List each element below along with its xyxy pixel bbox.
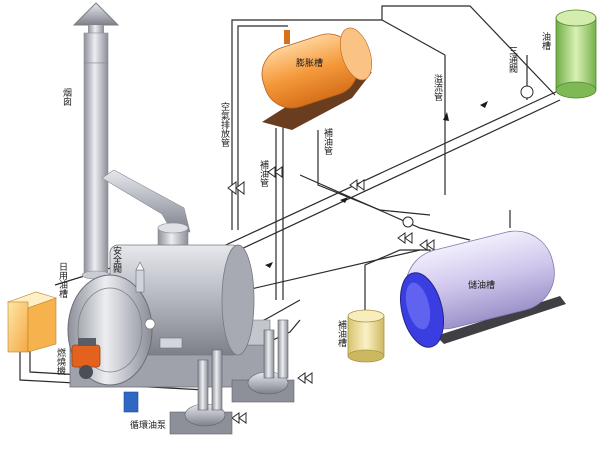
label-oil-supply-upper: 補油管 <box>322 127 333 155</box>
arrow-1 <box>340 197 348 203</box>
pipe-main-diagonal-1 <box>214 89 561 251</box>
three-way-valve-icon <box>520 85 534 99</box>
arrow-4 <box>443 112 449 121</box>
pump-1 <box>231 319 295 403</box>
valve-7-icon <box>231 412 247 424</box>
burner-body <box>71 344 101 368</box>
label-burner: 燃燒機 <box>55 347 66 376</box>
boiler-back-end <box>221 244 255 356</box>
valve-6-icon <box>297 372 313 384</box>
valve-1-icon <box>227 181 245 195</box>
chimney-cap <box>72 2 120 26</box>
label-safety-valve: 安全閥 <box>111 245 122 274</box>
oil-tank <box>555 9 597 99</box>
refill-tank-top <box>347 309 385 323</box>
arrow-3 <box>265 262 273 268</box>
valves <box>227 85 534 424</box>
pipe-exp-to-return <box>381 19 446 56</box>
storage-tank-support <box>436 296 566 344</box>
flow-arrows <box>265 101 488 268</box>
pump-2-riser <box>197 359 209 411</box>
labels: 烟囱 膨胀槽 空氣排放管 補油管 補油管 溢流管 三通閥 油槽 儲油槽 補油槽 … <box>55 31 551 431</box>
expansion-tank <box>261 27 373 130</box>
storage-tank-end-shine <box>405 282 431 330</box>
pump-1-riser-2 <box>277 319 289 379</box>
daily-tank-front <box>7 301 29 353</box>
pumps <box>169 319 295 435</box>
expansion-tank-end <box>339 27 373 81</box>
oil-tank-bottom <box>555 81 597 99</box>
pipe-main-diagonal-2 <box>221 99 561 259</box>
valve-5-icon <box>419 239 435 251</box>
storage-tank <box>400 230 566 348</box>
gauge-icon <box>402 216 414 228</box>
pump-2-riser-2 <box>211 349 223 411</box>
refill-tank <box>347 309 385 363</box>
label-refill-tank: 補油槽 <box>336 319 347 348</box>
daily-tank-side <box>27 297 57 353</box>
safety-valve-body <box>135 269 145 293</box>
label-chimney: 烟囱 <box>61 87 72 107</box>
label-air-exhaust-pipe: 空氣排放管 <box>219 101 230 147</box>
pump-1-riser <box>263 329 275 379</box>
label-oil-tank: 油槽 <box>540 31 551 51</box>
arrow-2 <box>480 101 488 108</box>
label-storage-tank: 儲油槽 <box>468 279 495 291</box>
expansion-tank-nozzle <box>284 30 290 44</box>
daily-oil-tank <box>7 291 57 353</box>
valve-3-icon <box>349 179 365 191</box>
refill-tank-bottom <box>347 349 385 363</box>
chimney-upper <box>83 32 109 64</box>
pressure-gauge-icon <box>144 318 156 330</box>
flue-elbow <box>101 169 191 233</box>
safety-valve-top <box>135 261 145 271</box>
valve-2-icon <box>267 166 283 178</box>
oil-tank-top <box>555 9 597 27</box>
pipe-top-frame <box>231 5 556 230</box>
boiler-front-inner <box>77 287 143 373</box>
burner-housing <box>78 338 96 346</box>
label-oil-supply-lower: 補油管 <box>258 159 269 187</box>
label-daily-tank: 日用油槽 <box>57 262 68 299</box>
boiler-nozzle <box>159 337 183 349</box>
flue-riser-top <box>157 222 189 234</box>
label-expansion-tank: 膨胀槽 <box>296 57 323 69</box>
chimney-collar <box>88 25 104 33</box>
burner-fan <box>79 365 93 379</box>
pipe-to-storage <box>299 174 471 241</box>
blue-drum <box>123 391 139 413</box>
chimney <box>72 2 191 280</box>
pipe-top-frame-2 <box>237 25 288 230</box>
label-circulation-pump: 循環油泵 <box>130 419 166 431</box>
pipe-exp-down <box>317 130 431 216</box>
pipe-main-diagonal-3 <box>237 249 421 293</box>
chimney-stack <box>83 62 109 276</box>
pump-2 <box>169 349 233 435</box>
oil-tank-body <box>555 17 597 91</box>
label-three-way-valve: 三通閥 <box>507 46 518 74</box>
label-return-pipe: 溢流管 <box>432 73 443 101</box>
valve-4-icon <box>397 232 413 244</box>
